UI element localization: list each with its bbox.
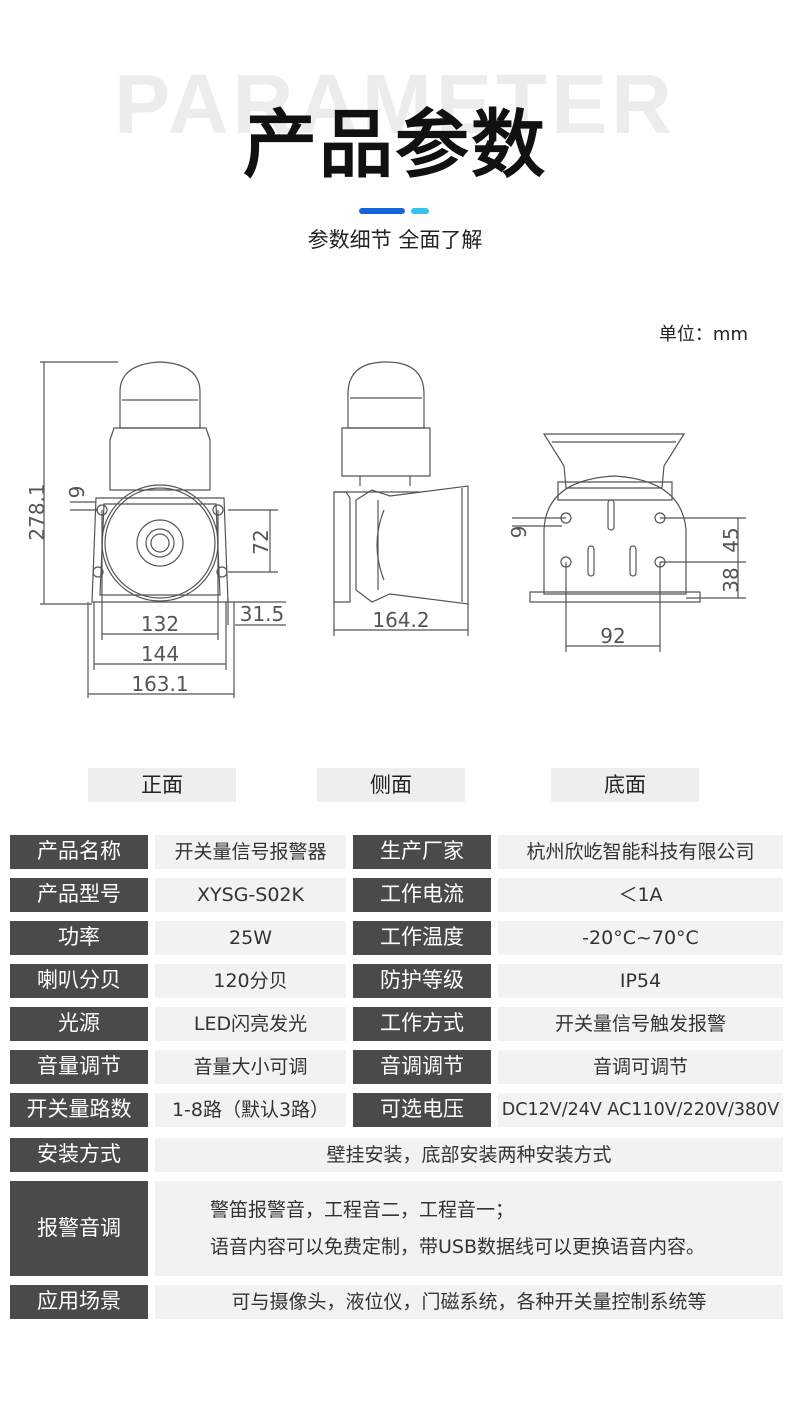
spec-key-application: 应用场景 (10, 1285, 148, 1319)
alarm-tone-line-1: 警笛报警音，工程音二，工程音一； (210, 1198, 515, 1221)
spec-value: XYSG-S02K (155, 878, 346, 912)
spec-value: ＜1A (498, 878, 783, 912)
spec-value-alarm-tone: 警笛报警音，工程音二，工程音一； 语音内容可以免费定制，带USB数据线可以更换语… (155, 1181, 783, 1276)
dim-bottom-hole: 9 (507, 526, 531, 539)
side-view-drawing (333, 361, 469, 636)
spec-value-install: 壁挂安装，底部安装两种安装方式 (155, 1138, 783, 1172)
spec-key: 光源 (10, 1007, 148, 1041)
spec-value: -20°C~70°C (498, 921, 783, 955)
accent-bar-cyan (411, 208, 429, 214)
page-subtitle: 参数细节 全面了解 (307, 228, 483, 252)
dim-front-31-5: 31.5 (240, 602, 285, 626)
spec-value: DC12V/24V AC110V/220V/380V (498, 1093, 783, 1127)
dim-bottom-45: 45 (719, 527, 743, 552)
background-watermark-word: PARAMETER (114, 57, 676, 151)
spec-key: 工作温度 (353, 921, 491, 955)
view-label-front: 正面 (88, 768, 236, 802)
spec-value: 25W (155, 921, 346, 955)
dim-front-72: 72 (249, 529, 273, 554)
spec-key-alarm-tone: 报警音调 (10, 1181, 148, 1276)
dim-front-132: 132 (141, 612, 179, 636)
spec-value: 开关量信号触发报警 (498, 1007, 783, 1041)
spec-value-application: 可与摄像头，液位仪，门磁系统，各种开关量控制系统等 (155, 1285, 783, 1319)
spec-key: 产品型号 (10, 878, 148, 912)
spec-value: IP54 (498, 964, 783, 998)
spec-value: 杭州欣屹智能科技有限公司 (498, 835, 783, 869)
dim-side-164-2: 164.2 (372, 608, 429, 632)
spec-value: LED闪亮发光 (155, 1007, 346, 1041)
spec-value: 120分贝 (155, 964, 346, 998)
spec-value: 音调可调节 (498, 1050, 783, 1084)
spec-value: 1-8路（默认3路） (155, 1093, 346, 1127)
spec-key-install: 安装方式 (10, 1138, 148, 1172)
spec-key: 开关量路数 (10, 1093, 148, 1127)
spec-key: 工作电流 (353, 878, 491, 912)
dim-bottom-38: 38 (719, 567, 743, 592)
dim-front-144: 144 (141, 642, 179, 666)
dim-front-hole: 9 (65, 486, 89, 499)
front-view-drawing (40, 361, 286, 698)
accent-bar-blue (359, 208, 405, 214)
dim-front-163-1: 163.1 (131, 672, 188, 696)
dim-height: 278.1 (25, 483, 49, 540)
spec-key: 防护等级 (353, 964, 491, 998)
page-title: 产品参数 (243, 102, 547, 188)
spec-value: 音量大小可调 (155, 1050, 346, 1084)
spec-value: 开关量信号报警器 (155, 835, 346, 869)
spec-key: 音量调节 (10, 1050, 148, 1084)
view-label-side: 侧面 (317, 768, 465, 802)
unit-label: 单位：mm (658, 324, 748, 345)
spec-key: 喇叭分贝 (10, 964, 148, 998)
spec-key: 工作方式 (353, 1007, 491, 1041)
dimension-drawings: 278.1 9 72 31.5 132 144 163.1 164.2 9 45… (25, 361, 746, 698)
spec-key: 产品名称 (10, 835, 148, 869)
alarm-tone-line-2: 语音内容可以免费定制，带USB数据线可以更换语音内容。 (210, 1235, 706, 1258)
spec-key: 音调调节 (353, 1050, 491, 1084)
bottom-view-drawing (512, 433, 746, 652)
dim-bottom-92: 92 (600, 624, 625, 648)
view-label-bottom: 底面 (551, 768, 699, 802)
spec-key: 可选电压 (353, 1093, 491, 1127)
spec-key: 功率 (10, 921, 148, 955)
spec-key: 生产厂家 (353, 835, 491, 869)
